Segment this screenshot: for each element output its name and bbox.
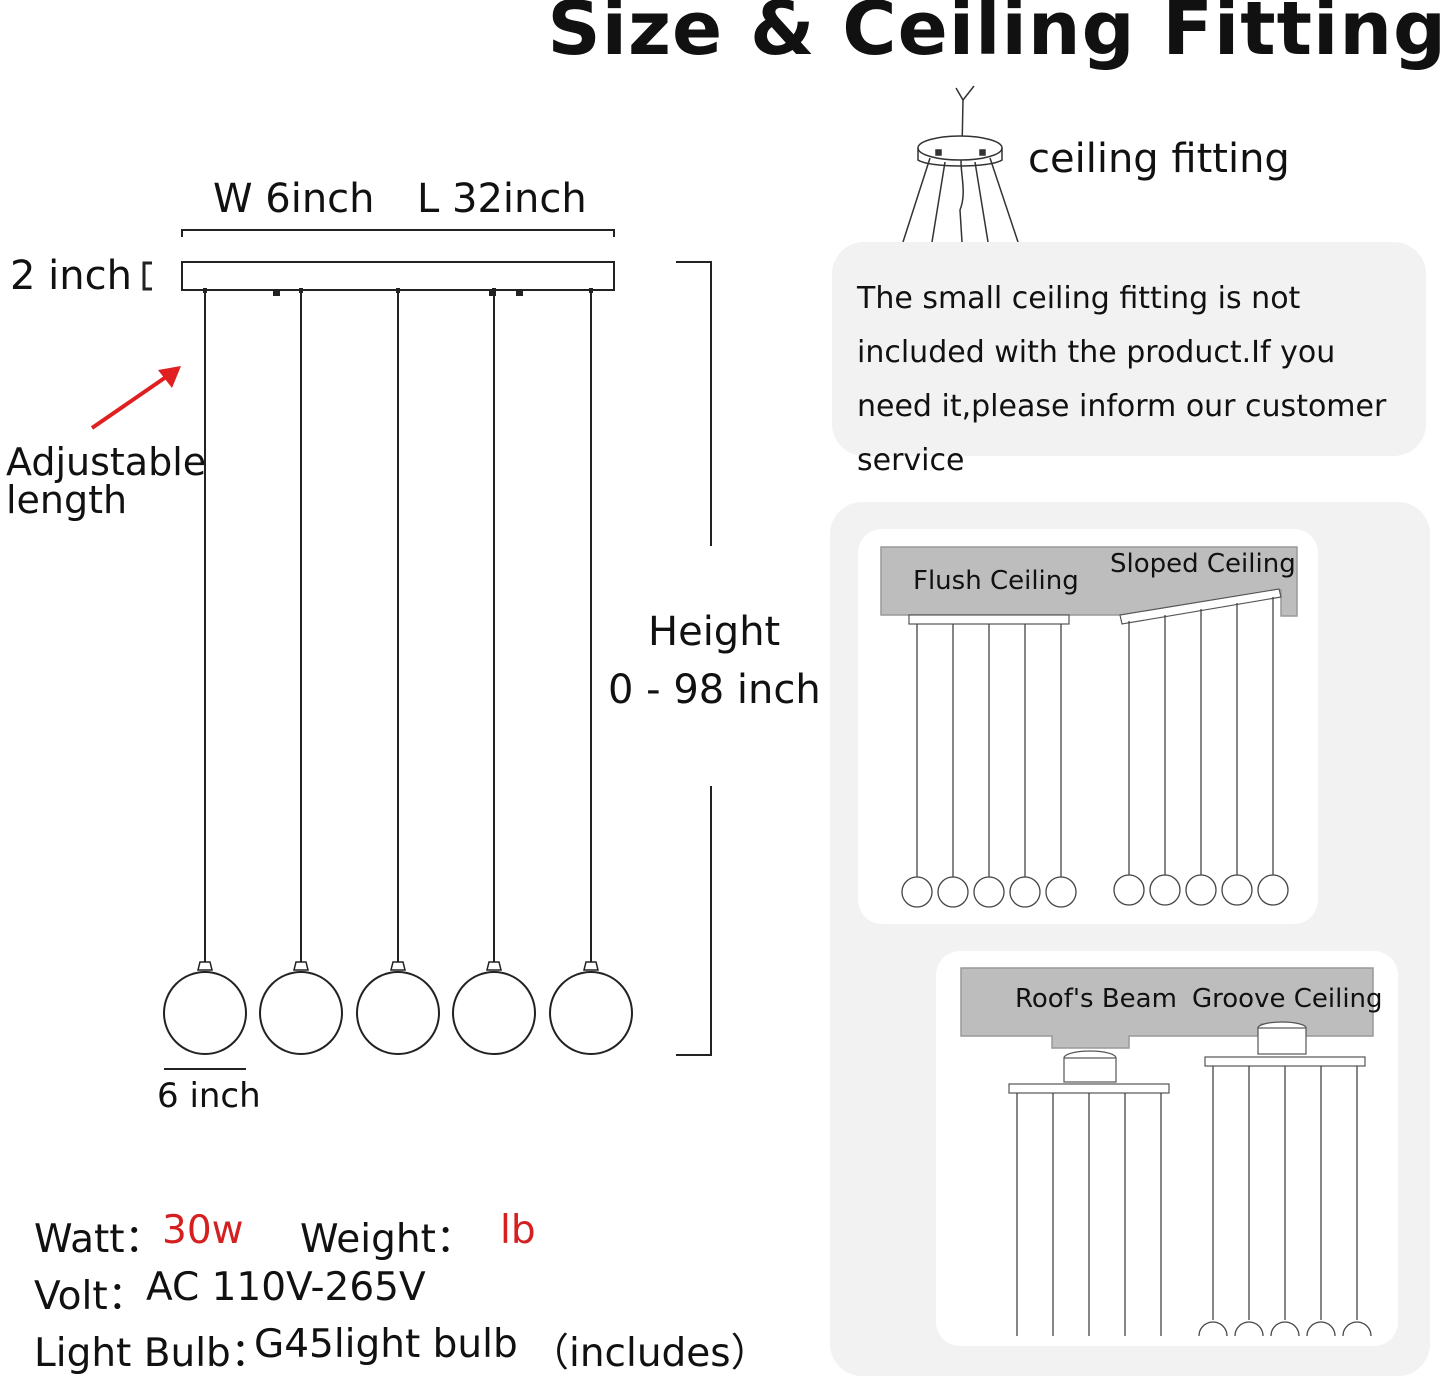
mini-globe <box>1113 874 1145 906</box>
globe-cap <box>293 961 309 971</box>
ceiling-fitting-icon <box>902 85 1019 243</box>
globe <box>549 971 633 1055</box>
volt-label: Volt： <box>34 1274 147 1319</box>
globe-cap <box>390 961 406 971</box>
volt-value: AC 110V-265V <box>146 1265 426 1310</box>
mini-globe <box>937 876 969 908</box>
globe <box>259 971 343 1055</box>
flush-ceiling-label: Flush Ceiling <box>913 566 1079 596</box>
watt-label: Watt： <box>34 1217 164 1262</box>
mini-globe <box>901 876 933 908</box>
length-dimension-line <box>181 229 615 237</box>
roofs-beam-label: Roof's Beam <box>1015 984 1177 1014</box>
mini-globe <box>1198 1321 1228 1337</box>
cord-clip <box>492 288 496 293</box>
height-dimension-line-bottom <box>676 786 712 1056</box>
adjustable-arrow-icon <box>90 366 181 430</box>
mini-globe <box>1270 1321 1300 1337</box>
mini-pendants-top <box>901 597 1289 908</box>
weight-value: lb <box>500 1208 536 1253</box>
height-value: 0 - 98 inch <box>608 667 821 713</box>
mini-globe <box>1234 1321 1264 1337</box>
mini-globe <box>1306 1321 1336 1337</box>
length-label: L 32inch <box>417 176 587 222</box>
beam-fitting <box>1008 1050 1170 1094</box>
height-dimension-line-top <box>676 261 712 546</box>
screw <box>273 289 280 296</box>
sloped-ceiling-label: Sloped Ceiling <box>1110 549 1296 579</box>
cord-clip <box>299 288 303 293</box>
mini-globe <box>1185 874 1217 906</box>
weight-label: Weight： <box>300 1217 475 1262</box>
adjustable-label-line2: length <box>6 478 128 522</box>
mini-globe <box>1342 1321 1372 1337</box>
pendant-group <box>163 288 633 1055</box>
globe-size-label: 6 inch <box>157 1076 261 1116</box>
globe-cap <box>197 961 213 971</box>
mini-pendants-bottom <box>1016 1066 1372 1337</box>
flush-canopy <box>908 614 1070 625</box>
bulb-label: Light Bulb： <box>34 1331 270 1376</box>
mini-globe <box>973 876 1005 908</box>
globe <box>163 971 247 1055</box>
cord-clip <box>396 288 400 293</box>
mini-globe <box>1045 876 1077 908</box>
canopy-height-bracket <box>142 261 152 291</box>
bulb-value: G45light bulb <box>254 1322 518 1367</box>
height-label: Height <box>648 609 781 655</box>
bulb-note: （includes） <box>530 1331 770 1376</box>
cord-clip <box>589 288 593 293</box>
canopy-height-label: 2 inch <box>10 253 132 299</box>
sloped-canopy <box>1119 588 1282 625</box>
globe-cap <box>583 961 599 971</box>
mini-globe <box>1257 874 1289 906</box>
width-label: W 6inch <box>213 176 375 222</box>
mini-globe <box>1009 876 1041 908</box>
ceiling-fitting-note: The small ceiling fitting is not include… <box>857 281 1387 478</box>
ceiling-fitting-note-box: The small ceiling fitting is not include… <box>832 242 1426 478</box>
canopy-bar <box>181 261 615 291</box>
globe <box>356 971 440 1055</box>
watt-value: 30w <box>162 1208 244 1253</box>
groove-ceiling-label: Groove Ceiling <box>1192 984 1383 1014</box>
globe <box>452 971 536 1055</box>
mini-globe <box>1149 874 1181 906</box>
mini-globe <box>1221 874 1253 906</box>
ceiling-fitting-label: ceiling fitting <box>1028 136 1290 182</box>
screw <box>516 289 523 296</box>
page-title: Size & Ceiling Fitting <box>547 0 1447 72</box>
adjustable-label-line1: Adjustable <box>6 440 207 484</box>
cord-clip <box>203 288 207 293</box>
globe-cap <box>486 961 502 971</box>
